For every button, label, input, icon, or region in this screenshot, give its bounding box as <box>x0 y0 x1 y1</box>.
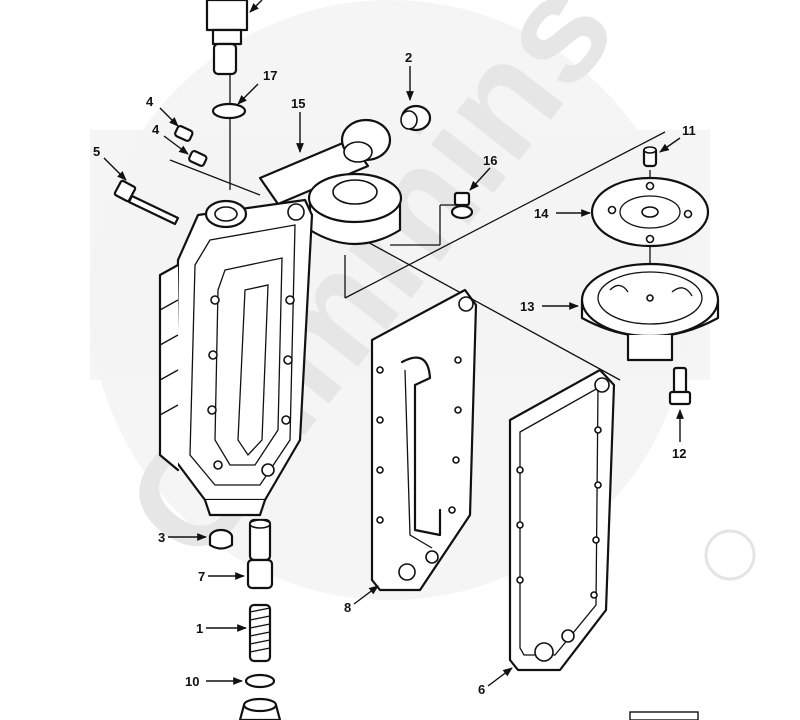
callout-10: 10 <box>185 674 199 689</box>
callout-2: 2 <box>405 50 412 65</box>
callout-6: 6 <box>478 682 485 697</box>
retainer-part <box>238 697 282 720</box>
pipe-plug-part <box>450 191 474 220</box>
callout-15: 15 <box>291 96 305 111</box>
callout-12: 12 <box>672 446 686 461</box>
callout-4a: 4 <box>146 94 154 109</box>
cooler-gasket-part <box>508 368 616 672</box>
thermostat-part <box>580 262 720 362</box>
thermostat-plate-part <box>590 176 710 248</box>
valve-o-ring-part <box>244 673 276 689</box>
callout-4b: 4 <box>152 122 160 137</box>
callout-13: 13 <box>520 299 534 314</box>
valve-part <box>246 518 274 590</box>
dowel-pin-part <box>642 146 658 168</box>
transfer-tube-part <box>258 118 392 206</box>
callout-1: 1 <box>196 621 203 636</box>
alignment-lines <box>169 60 666 381</box>
callout-11: 11 <box>682 123 696 138</box>
small-plug-part <box>174 124 208 167</box>
thermostat-capscrew-part <box>668 366 692 406</box>
cup-plug-part <box>208 528 234 550</box>
plug-part <box>400 104 432 132</box>
housing-gasket-part <box>370 288 478 592</box>
callout-labels: 17 2 15 4 4 5 16 11 14 13 12 3 7 1 10 8 … <box>93 50 696 697</box>
callout-3: 3 <box>158 530 165 545</box>
capscrew-part <box>113 179 180 226</box>
callout-5: 5 <box>93 144 100 159</box>
callout-16: 16 <box>483 153 497 168</box>
callout-17: 17 <box>263 68 277 83</box>
callout-7: 7 <box>198 569 205 584</box>
o-ring-part <box>211 102 247 120</box>
reference-box <box>629 711 699 720</box>
spring-part <box>248 603 272 663</box>
thermostat-housing-neck <box>307 172 403 245</box>
sensor-fitting-part <box>205 0 249 76</box>
oil-cooler-housing <box>158 198 314 517</box>
callout-8: 8 <box>344 600 351 615</box>
callout-leaders <box>103 0 684 687</box>
callout-14: 14 <box>534 206 549 221</box>
